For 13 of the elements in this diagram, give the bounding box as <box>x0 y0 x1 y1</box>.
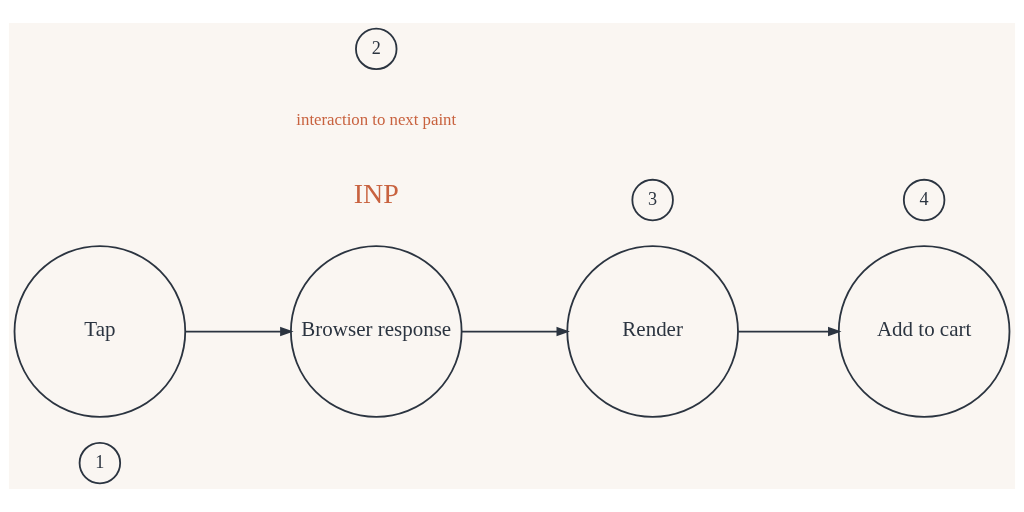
node-circle: Add to cart <box>837 245 1011 418</box>
node-circle: Tap <box>13 245 187 418</box>
label: INP <box>353 177 399 209</box>
arrow <box>461 326 570 337</box>
arrow <box>184 326 294 337</box>
node-circle: 4 <box>902 178 946 222</box>
arrow <box>737 326 842 337</box>
node-circle: 2 <box>355 27 398 71</box>
node-circle: 3 <box>631 178 674 222</box>
node-circle: 1 <box>78 441 122 485</box>
node-circle: Render <box>566 245 739 418</box>
label: interaction to next paint <box>296 109 457 129</box>
node-circle: Browser response <box>289 245 463 418</box>
